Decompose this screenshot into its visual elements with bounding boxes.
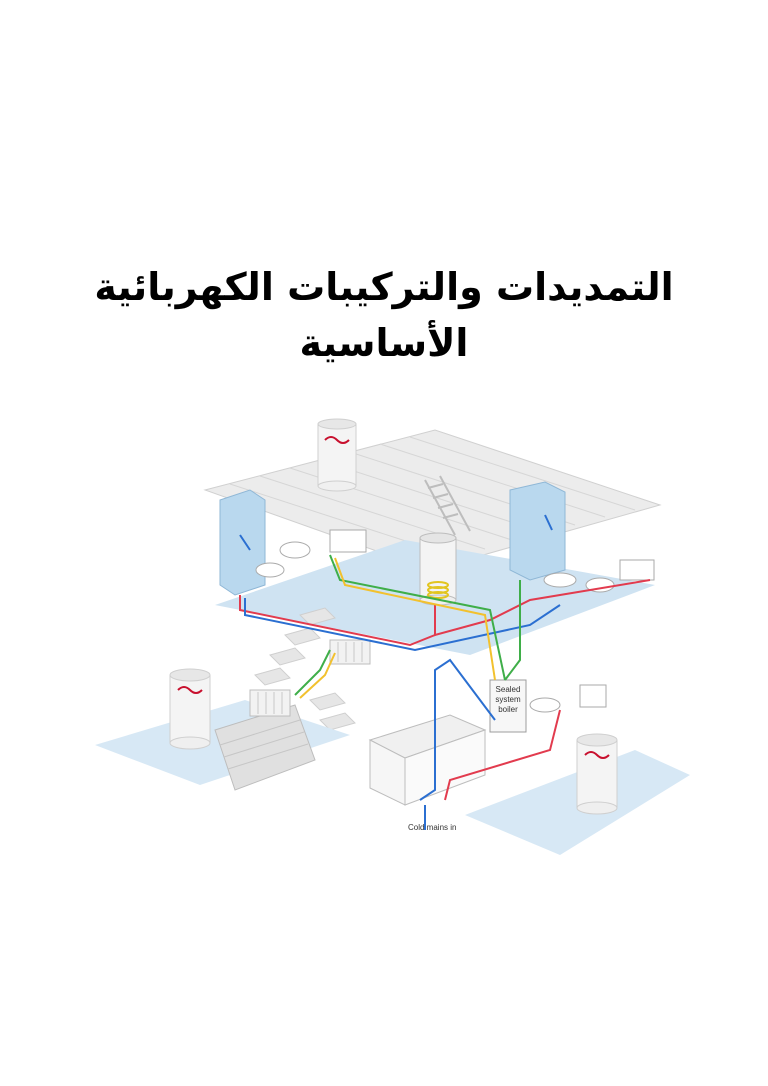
ground-floor-fittings [529,684,607,713]
first-floor-fittings [255,529,655,593]
ground-floor-radiator [249,689,291,717]
system-boiler [489,679,527,733]
garage-door [214,704,316,791]
loft-ladder [424,475,471,536]
staircase [254,607,356,731]
left-shower [219,489,266,596]
hot-water-cylinder [419,532,457,606]
first-floor-radiator [329,639,371,665]
document-title-line1: التمديدات والتركيبات الكهربائية [94,265,674,309]
kitchen-unit [368,714,487,806]
boiler-label-line2: system [495,695,521,704]
document-title-line2: الأساسية [299,321,469,365]
right-shower [509,481,566,581]
plumbing-diagram: Sealed system boiler Cold mains in [90,410,690,870]
loft-cylinder [317,418,357,492]
pipework [239,554,651,830]
left-cylinder [169,668,211,750]
boiler-label-line3: boiler [498,705,518,714]
boiler-label-line1: Sealed [496,685,521,694]
right-cylinder [576,733,618,815]
cold-mains-label: Cold mains in [408,823,456,832]
